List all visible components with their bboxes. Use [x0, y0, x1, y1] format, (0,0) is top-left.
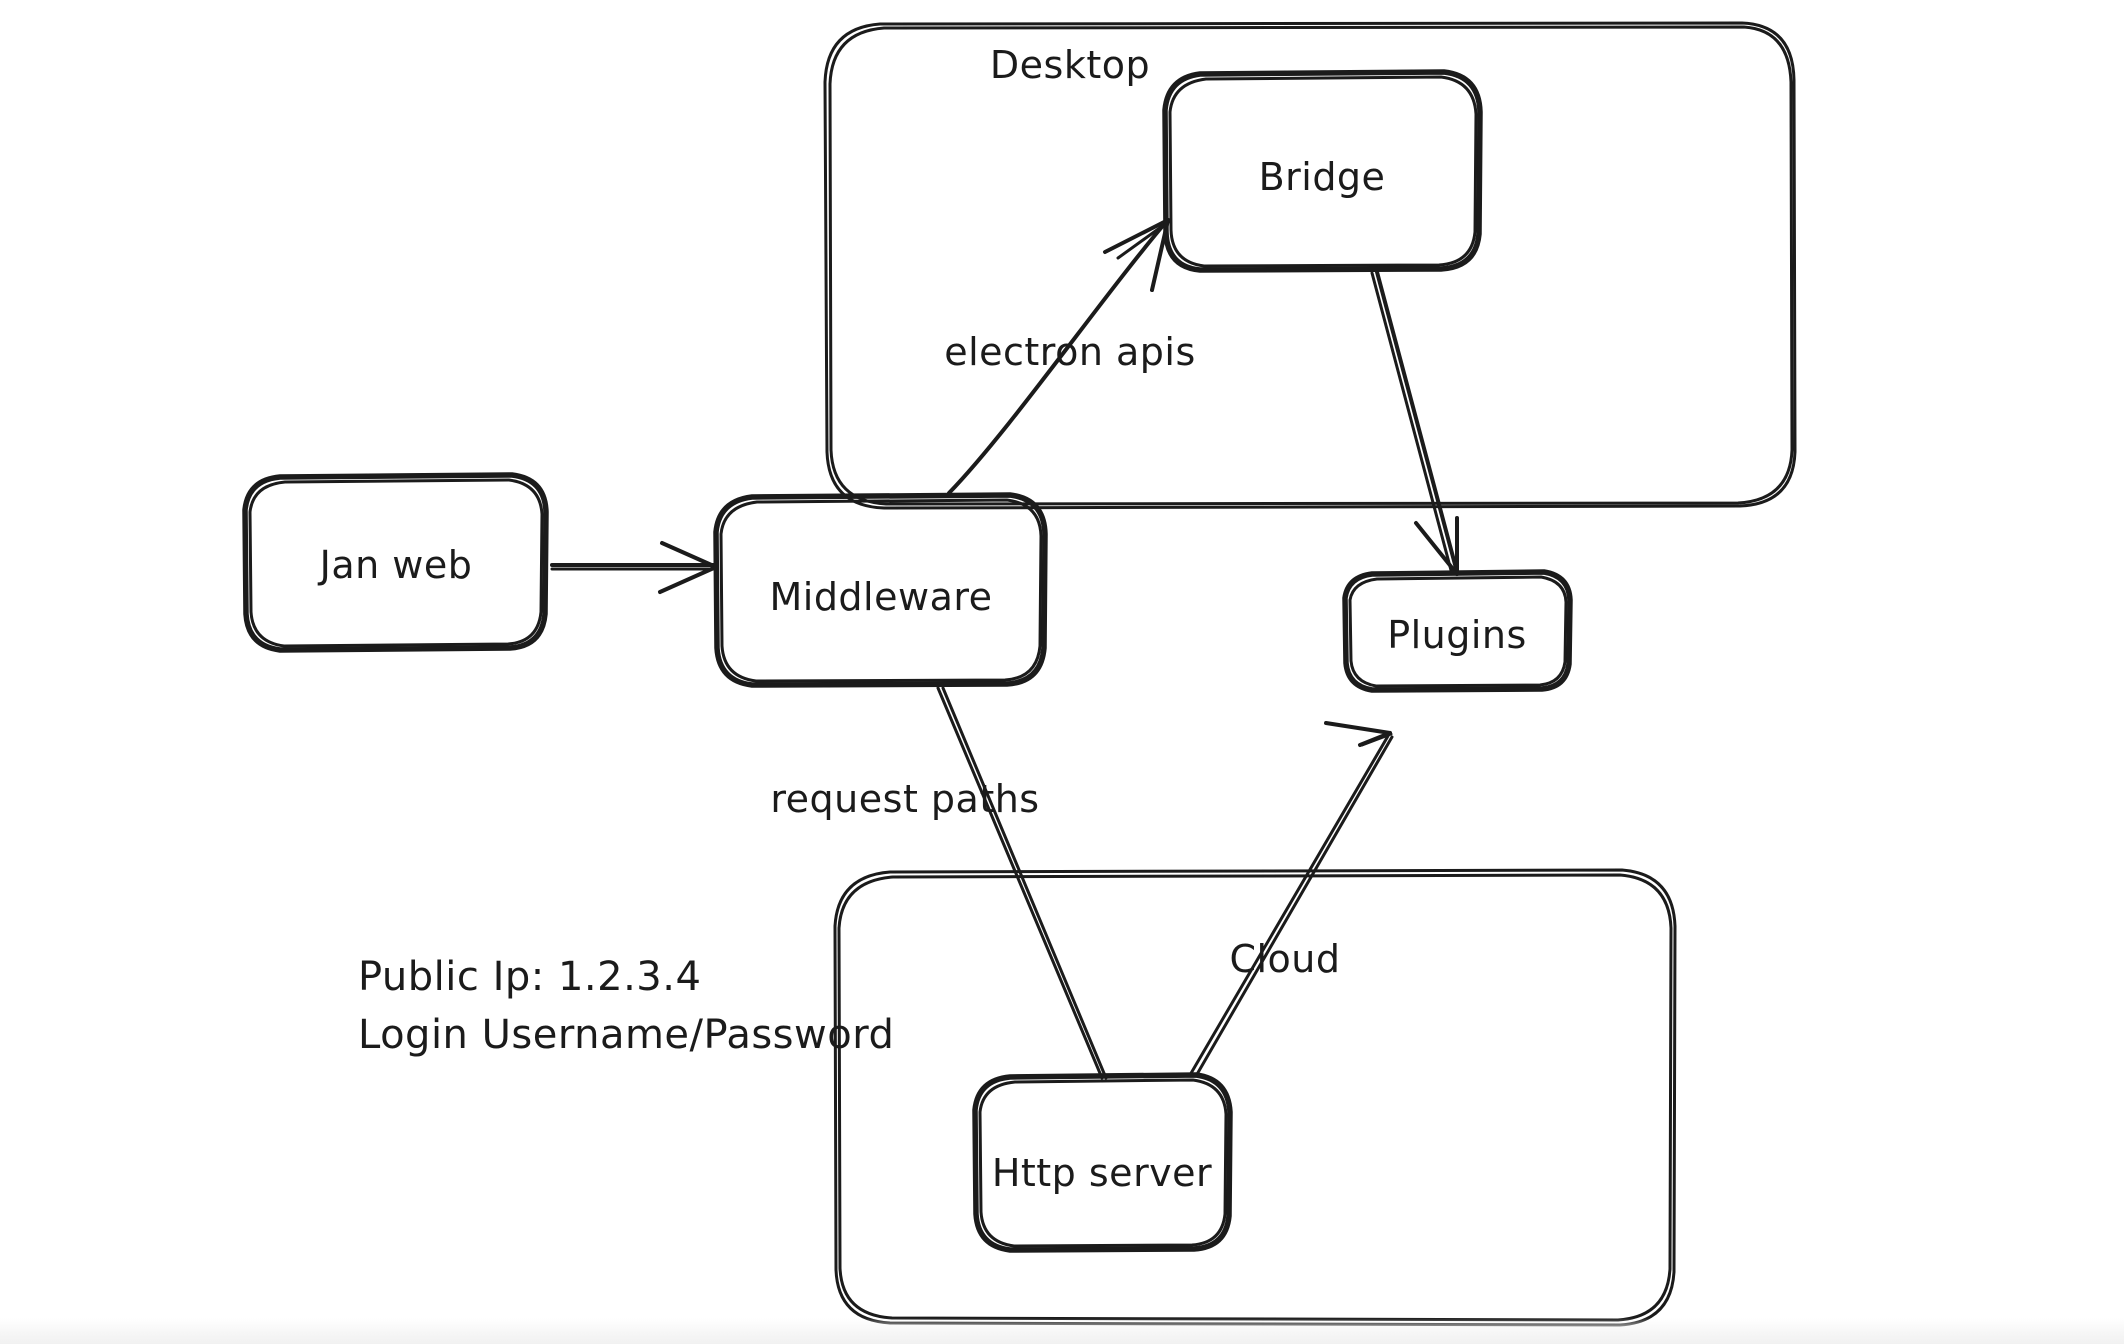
edge-jan-web-to-middleware	[550, 541, 718, 594]
node-bridge[interactable]: Bridge	[1162, 69, 1483, 273]
edge-arrowhead-http-plugins-c	[1360, 732, 1393, 747]
edge-arrowhead-janweb-middleware-a	[660, 541, 718, 569]
edge-line-http-plugins	[1188, 734, 1390, 1077]
middleware-box-outline-2	[719, 498, 1043, 683]
plugins-box-outline-2	[1348, 575, 1568, 688]
notes-block: Public Ip: 1.2.3.4 Login Username/Passwo…	[358, 954, 894, 1058]
node-label-http-server: Http server	[992, 1151, 1212, 1195]
edge-arrowhead-janweb-middleware-b	[658, 565, 718, 594]
edge-line-middleware-bridge	[947, 220, 1168, 495]
note-login-credentials: Login Username/Password	[358, 1012, 894, 1058]
jan-web-box-outline-2	[248, 478, 544, 648]
edge-line-middleware-http-2	[941, 686, 1108, 1080]
node-jan-web[interactable]: Jan web	[242, 472, 549, 653]
edge-bridge-to-plugins	[1370, 270, 1459, 576]
edge-label-electron-apis: electron apis	[944, 330, 1196, 374]
edge-line-http-plugins-2	[1194, 735, 1394, 1078]
bridge-box-outline-2	[1168, 75, 1478, 268]
group-desktop[interactable]: Desktop	[823, 21, 1797, 510]
node-http-server[interactable]: Http server	[972, 1072, 1233, 1253]
desktop-container-outline-2	[828, 25, 1794, 506]
edge-arrowhead-http-plugins-a	[1324, 721, 1392, 735]
bridge-box-outline-1	[1162, 69, 1483, 273]
desktop-container-outline-1	[823, 21, 1797, 510]
node-label-plugins: Plugins	[1387, 613, 1527, 657]
edge-line-bridge-plugins	[1375, 270, 1459, 574]
edge-arrowhead-middleware-bridge-a	[1103, 218, 1170, 254]
jan-web-box-outline-1	[242, 472, 549, 653]
node-label-middleware: Middleware	[769, 575, 992, 619]
middleware-box-outline-1	[713, 492, 1048, 688]
node-label-jan-web: Jan web	[318, 543, 473, 587]
edge-middleware-to-http: request paths	[770, 686, 1108, 1080]
node-plugins[interactable]: Plugins	[1342, 569, 1573, 693]
edge-line-middleware-http	[936, 686, 1104, 1080]
node-label-bridge: Bridge	[1259, 155, 1386, 199]
node-middleware[interactable]: Middleware	[713, 492, 1048, 688]
http-server-box-outline-1	[972, 1072, 1233, 1253]
edge-arrowhead-middleware-bridge-c	[1116, 220, 1170, 260]
http-server-box-outline-2	[978, 1078, 1228, 1248]
edge-label-cloud: Cloud	[1229, 937, 1340, 981]
plugins-box-outline-1	[1342, 569, 1573, 693]
note-public-ip: Public Ip: 1.2.3.4	[358, 954, 701, 1000]
group-label-desktop: Desktop	[990, 43, 1150, 87]
edge-arrowhead-bridge-plugins-a	[1414, 521, 1459, 576]
edge-http-to-plugins: Cloud	[1188, 721, 1394, 1078]
edge-line-bridge-plugins-2	[1370, 271, 1454, 576]
edge-label-request-paths: request paths	[770, 777, 1039, 821]
edge-middleware-to-bridge: electron apis	[944, 218, 1196, 495]
